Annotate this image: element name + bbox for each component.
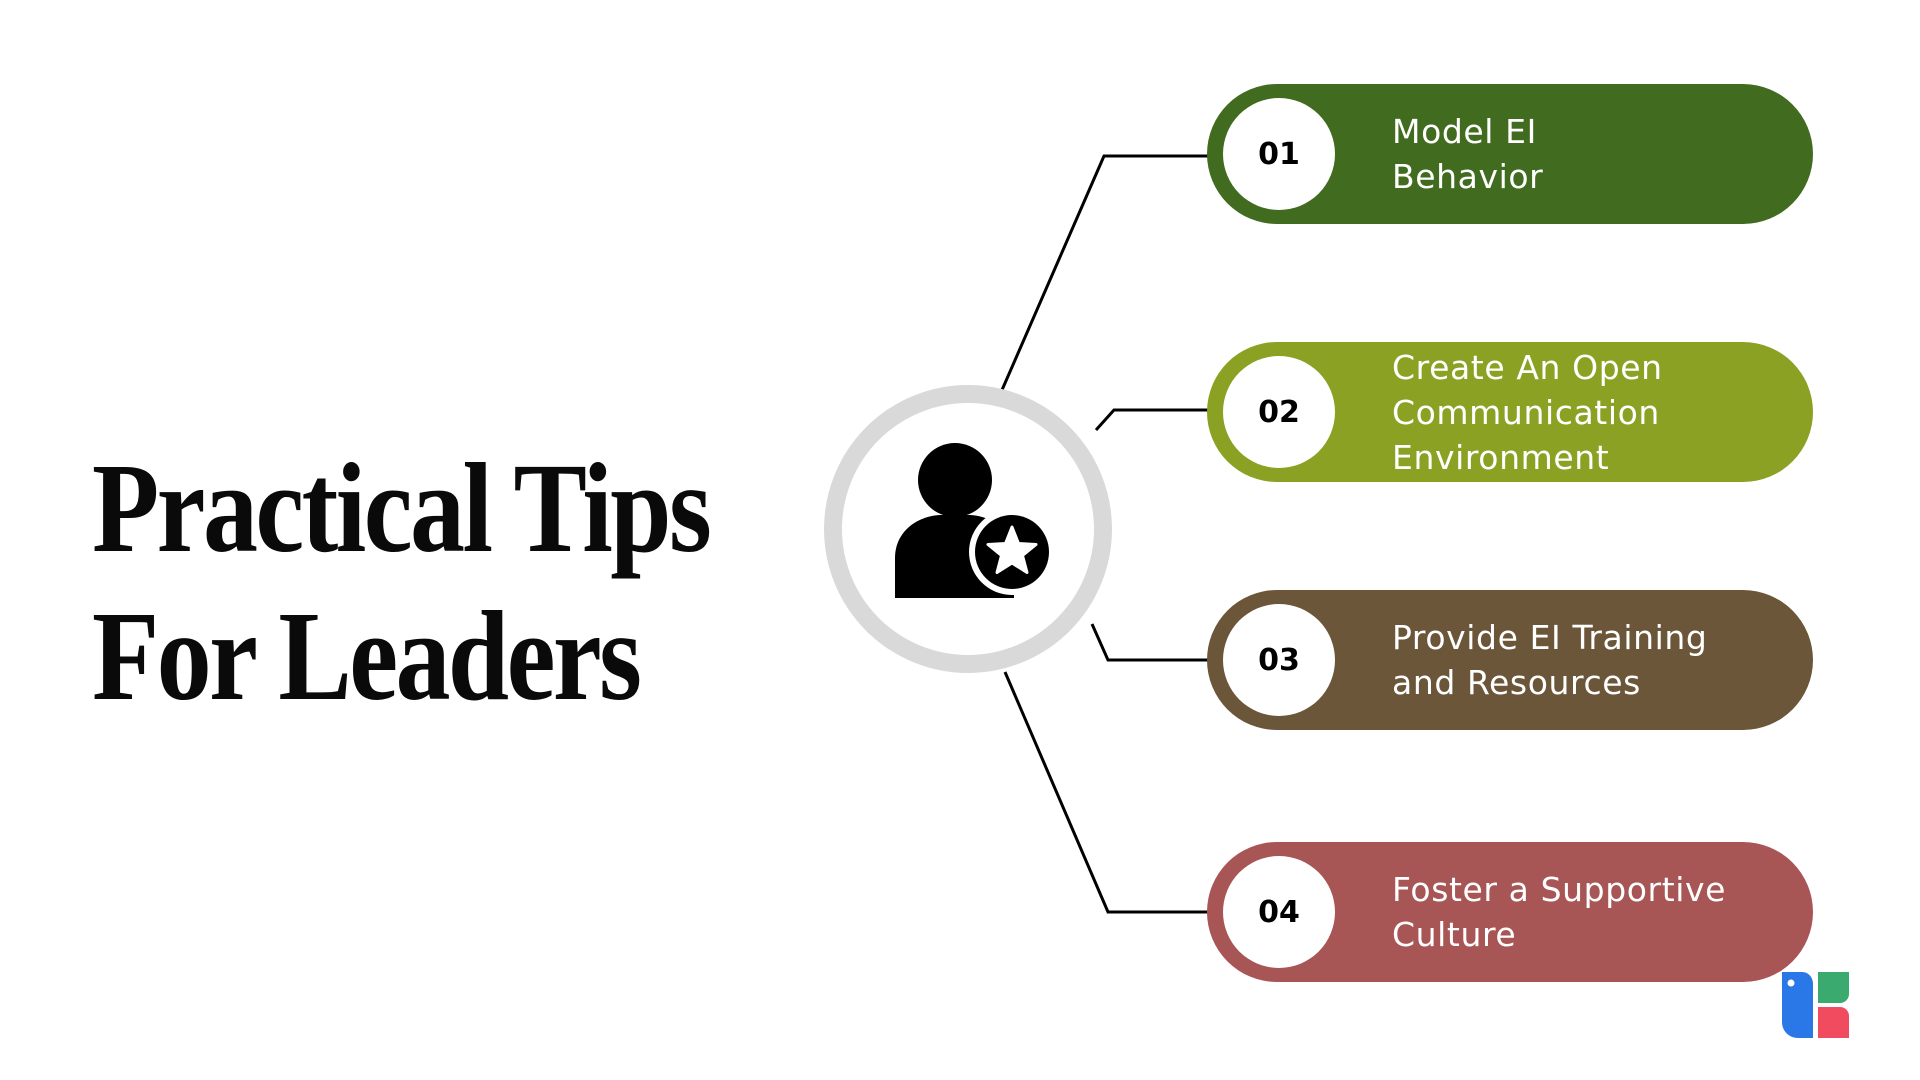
brand-logo-icon [1782, 972, 1849, 1038]
tip-label-line: Foster a Supportive [1392, 870, 1727, 909]
tip-number-badge: 04 [1223, 856, 1335, 968]
connector-line-3 [1090, 623, 1220, 662]
tip-card-1: 01 Model EI Behavior [1207, 84, 1813, 224]
tip-card-3: 03 Provide EI Training and Resources [1207, 590, 1813, 730]
tip-card-4: 04 Foster a Supportive Culture [1207, 842, 1813, 982]
title-line-1: Practical Tips [92, 437, 712, 579]
tip-label: Create An Open Communication Environment [1392, 342, 1792, 482]
central-hub [824, 385, 1112, 673]
tip-label-line: Provide EI Training [1392, 618, 1708, 657]
tip-number-badge: 02 [1223, 356, 1335, 468]
tip-label-line: Environment [1392, 437, 1610, 477]
tip-label-line: Communication [1392, 392, 1660, 432]
tip-number-badge: 03 [1223, 604, 1335, 716]
title-line-2: For Leaders [92, 585, 642, 727]
connector-line-4 [1003, 671, 1220, 914]
user-star-icon [895, 443, 1055, 598]
tip-label-line: Behavior [1392, 157, 1544, 196]
tip-label-line: Create An Open [1392, 347, 1663, 387]
tip-label-line: and Resources [1392, 663, 1641, 702]
connector-line-1 [1000, 154, 1220, 391]
connector-line-2 [1094, 408, 1220, 432]
page-title: Practical Tips For Leaders [92, 434, 712, 730]
tip-card-2: 02 Create An Open Communication Environm… [1207, 342, 1813, 482]
tip-number-badge: 01 [1223, 98, 1335, 210]
tip-label: Provide EI Training and Resources [1392, 590, 1792, 730]
tip-label-line: Culture [1392, 915, 1517, 954]
tip-label: Model EI Behavior [1392, 84, 1792, 224]
tip-label: Foster a Supportive Culture [1392, 842, 1792, 982]
tip-label-line: Model EI [1392, 112, 1537, 151]
